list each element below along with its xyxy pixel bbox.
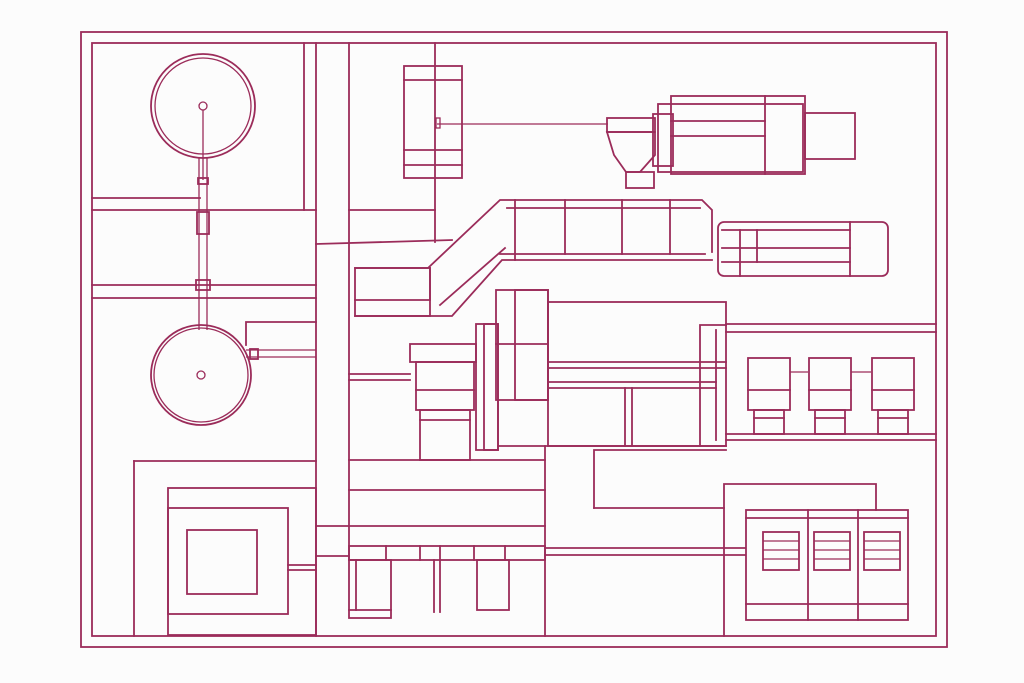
vertical-unit — [403, 42, 608, 243]
motor-right — [717, 221, 889, 277]
tank-bottom — [150, 321, 317, 426]
tank-top — [150, 53, 256, 180]
frame — [80, 31, 948, 648]
conveyor-duct — [354, 199, 713, 317]
filter-units — [725, 323, 937, 441]
lower-rooms — [315, 445, 746, 637]
cabinet-vent-3 — [863, 531, 901, 571]
cabinet-vent-2 — [813, 531, 851, 571]
main-corridor — [315, 42, 350, 637]
inner-frame — [91, 42, 937, 637]
cabinet-vent-1 — [762, 531, 800, 571]
filter-unit-2 — [808, 357, 871, 435]
control-room — [167, 487, 317, 636]
motor-top — [605, 95, 856, 189]
outer-frame — [80, 31, 948, 648]
electrical-cabinet — [723, 483, 909, 637]
upper-walls — [315, 209, 453, 245]
left-rooms — [91, 42, 317, 637]
filter-unit-3 — [871, 357, 915, 435]
pipe-rack — [315, 545, 546, 619]
filter-unit-1 — [747, 357, 808, 435]
tank-pipe — [195, 158, 211, 330]
central-machine — [348, 289, 727, 461]
